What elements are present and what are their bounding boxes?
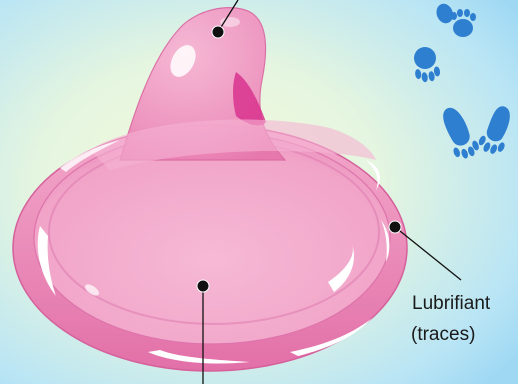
lubricant-callout-dot [389,221,401,233]
lubricant-label-line2: (traces) [411,323,475,346]
condom-base [34,132,390,344]
tip-callout-dot [212,26,224,38]
tip-highlight-2 [220,17,240,27]
lubricant-label-line1: Lubrifiant [412,292,490,315]
base-callout-dot [197,280,209,292]
